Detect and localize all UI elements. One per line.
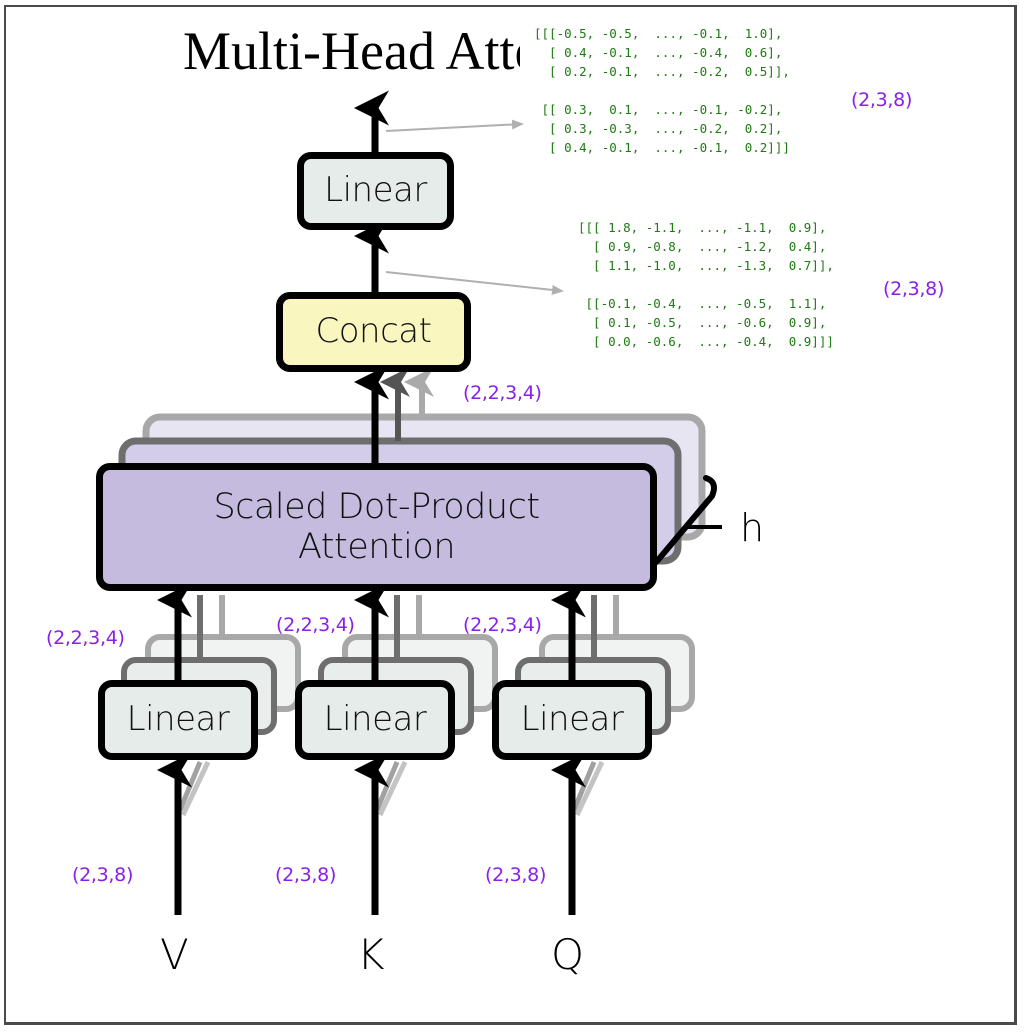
shape-proj-q: (2,2,3,4) bbox=[463, 614, 542, 636]
input-q-label: Q bbox=[551, 930, 585, 979]
tensor-line: [ 0.1, -0.5, ..., -0.6, 0.9], bbox=[578, 315, 827, 330]
output-linear-label: Linear bbox=[324, 170, 427, 211]
tensor-line bbox=[578, 275, 834, 294]
tensor-line: [[-0.1, -0.4, ..., -0.5, 1.1], bbox=[578, 296, 827, 311]
tensor-line: [[ 0.3, 0.1, ..., -0.1, -0.2], bbox=[534, 102, 783, 117]
tensor-line: [[[-0.5, -0.5, ..., -0.1, 1.0], bbox=[534, 26, 783, 41]
linear-q-block: Linear bbox=[492, 680, 652, 760]
concat-output-tensor: [[[ 1.8, -1.1, ..., -1.1, 0.9], [ 0.9, -… bbox=[578, 218, 834, 351]
shape-proj-v: (2,2,3,4) bbox=[46, 627, 125, 649]
linear-k-block: Linear bbox=[295, 680, 455, 760]
shape-proj-k: (2,2,3,4) bbox=[276, 614, 355, 636]
tensor-panel-background bbox=[520, 16, 820, 96]
tensor-line: [[[ 1.8, -1.1, ..., -1.1, 0.9], bbox=[578, 220, 827, 235]
linear-v-block: Linear bbox=[98, 680, 258, 760]
input-k-label: K bbox=[357, 930, 385, 979]
shape-input-q: (2,3,8) bbox=[485, 864, 547, 886]
pointer-final-output bbox=[385, 119, 524, 132]
tensor-line: [ 0.4, -0.1, ..., -0.1, 0.2]]] bbox=[534, 140, 790, 155]
shape-concat-out: (2,3,8) bbox=[883, 278, 945, 300]
concat-block: Concat bbox=[276, 292, 471, 372]
shape-input-k: (2,3,8) bbox=[275, 864, 337, 886]
shape-final-out: (2,3,8) bbox=[851, 89, 913, 111]
attention-label-line2: Attention bbox=[297, 527, 456, 567]
concat-label: Concat bbox=[315, 311, 432, 352]
shape-input-v: (2,3,8) bbox=[72, 864, 134, 886]
scaled-dot-product-attention-block: Scaled Dot-Product Attention bbox=[96, 463, 657, 591]
tensor-line: [ 1.1, -1.0, ..., -1.3, 0.7]], bbox=[578, 258, 834, 273]
tensor-line bbox=[534, 81, 790, 100]
input-v-label: V bbox=[160, 930, 189, 979]
attention-label-line1: Scaled Dot-Product bbox=[213, 486, 540, 527]
linear-q-label: Linear bbox=[520, 699, 624, 740]
tensor-line: [ 0.3, -0.3, ..., -0.2, 0.2], bbox=[534, 121, 783, 136]
output-linear-block: Linear bbox=[297, 152, 454, 230]
tensor-line: [ 0.4, -0.1, ..., -0.4, 0.6], bbox=[534, 45, 783, 60]
heads-count-label: h bbox=[740, 506, 765, 550]
tensor-line: [ 0.0, -0.6, ..., -0.4, 0.9]]] bbox=[578, 334, 834, 349]
pointer-concat-output bbox=[385, 271, 564, 295]
tensor-line: [ 0.9, -0.8, ..., -1.2, 0.4], bbox=[578, 239, 827, 254]
final-output-tensor: [[[-0.5, -0.5, ..., -0.1, 1.0], [ 0.4, -… bbox=[534, 24, 790, 157]
tensor-line: [ 0.2, -0.1, ..., -0.2, 0.5]], bbox=[534, 64, 790, 79]
linear-k-label: Linear bbox=[323, 699, 427, 740]
shape-attention-out: (2,2,3,4) bbox=[463, 382, 542, 404]
linear-v-label: Linear bbox=[126, 699, 230, 740]
